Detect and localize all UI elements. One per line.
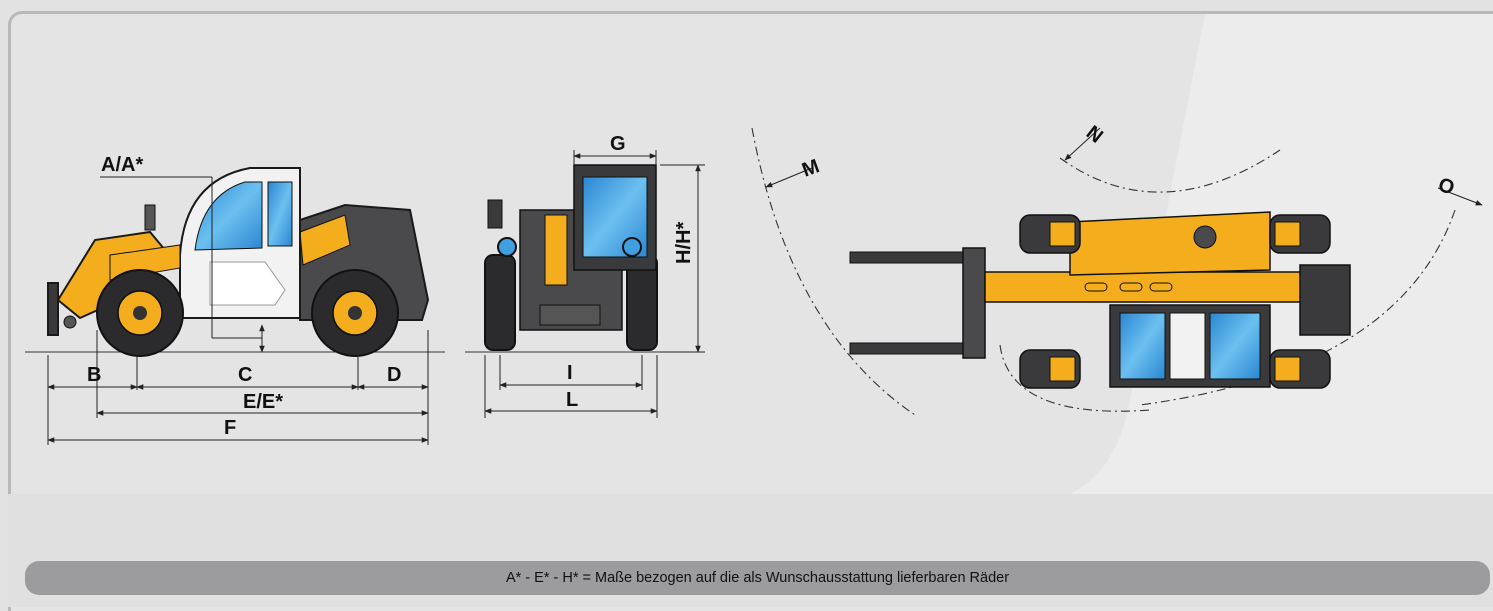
footnote-bar: A* - E* - H* = Maße bezogen auf die als … (25, 561, 1490, 595)
label-i: I (567, 362, 573, 384)
telehandler-front-view-icon (465, 150, 705, 418)
turning-radius-arcs (751, 127, 1483, 416)
telehandler-side-view-icon (25, 167, 445, 445)
label-d: D (387, 364, 401, 386)
label-g: G (610, 133, 626, 155)
front-wheel (96, 269, 184, 357)
label-n: N (1082, 122, 1107, 148)
label-e: E/E* (243, 391, 283, 413)
telehandler-top-view-icon (849, 211, 1351, 389)
label-f: F (224, 417, 236, 439)
footnote-text: A* - E* - H* = Maße bezogen auf die als … (505, 570, 1010, 586)
label-a: A/A* (101, 154, 143, 176)
label-o: O (1435, 174, 1457, 200)
label-l: L (566, 389, 578, 411)
rear-wheel (311, 269, 399, 357)
label-m: M (799, 155, 822, 181)
label-b: B (87, 364, 101, 386)
label-c: C (238, 364, 252, 386)
label-h: H/H* (673, 222, 695, 264)
